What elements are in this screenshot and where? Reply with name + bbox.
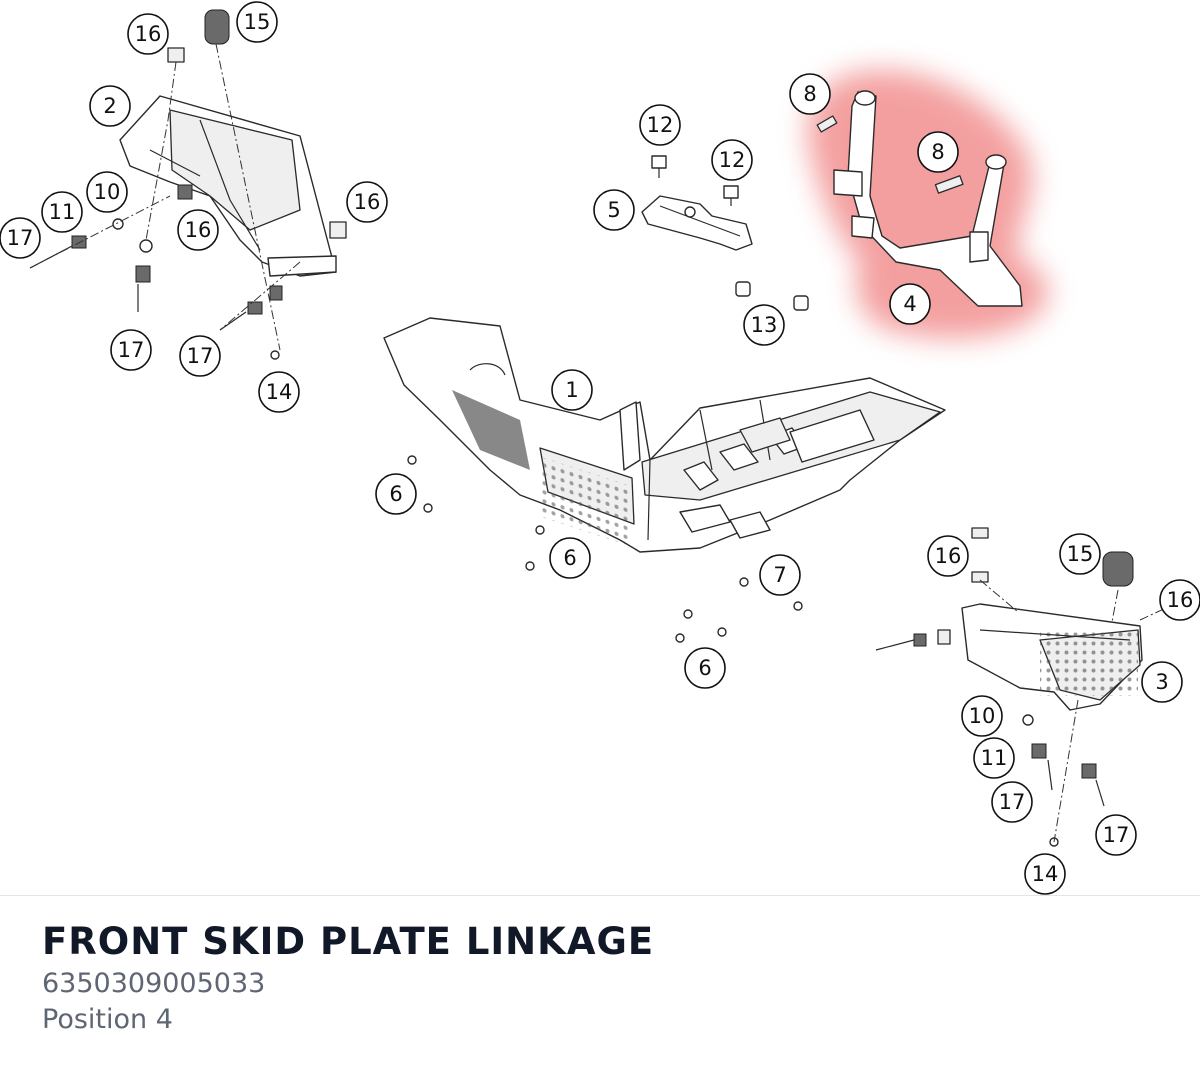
callout-14b[interactable]: 14	[1024, 853, 1066, 895]
svg-text:4: 4	[903, 292, 916, 316]
svg-text:1: 1	[565, 378, 578, 402]
callout-12a[interactable]: 12	[639, 104, 681, 146]
callout-17d[interactable]: 17	[991, 781, 1033, 823]
svg-text:10: 10	[969, 704, 996, 728]
diagram-title: FRONT SKID PLATE LINKAGE	[42, 920, 655, 963]
svg-text:12: 12	[647, 113, 674, 137]
svg-text:14: 14	[266, 380, 293, 404]
svg-text:12: 12	[719, 148, 746, 172]
svg-text:11: 11	[981, 746, 1008, 770]
callout-14a[interactable]: 14	[258, 371, 300, 413]
svg-text:8: 8	[931, 140, 944, 164]
svg-text:16: 16	[185, 218, 212, 242]
callout-10b[interactable]: 10	[961, 695, 1003, 737]
svg-text:16: 16	[135, 22, 162, 46]
callout-11b[interactable]: 11	[973, 737, 1015, 779]
side-guard-left	[119, 95, 347, 277]
callout-15a[interactable]: 15	[236, 1, 278, 43]
callout-3[interactable]: 3	[1141, 661, 1183, 703]
callout-16a[interactable]: 16	[127, 13, 169, 55]
svg-text:15: 15	[1067, 542, 1094, 566]
callout-16c[interactable]: 16	[346, 181, 388, 223]
callout-17a[interactable]: 17	[0, 217, 41, 259]
svg-text:11: 11	[49, 200, 76, 224]
callout-12b[interactable]: 12	[711, 139, 753, 181]
callout-10a[interactable]: 10	[86, 171, 128, 213]
side-guard-right	[961, 603, 1143, 711]
callout-8b[interactable]: 8	[917, 131, 959, 173]
svg-text:3: 3	[1155, 670, 1168, 694]
svg-text:17: 17	[7, 226, 34, 250]
callout-15b[interactable]: 15	[1059, 533, 1101, 575]
callout-7[interactable]: 7	[759, 554, 801, 596]
part-number: 6350309005033	[42, 968, 266, 999]
caption-divider	[0, 895, 1200, 896]
callout-6a[interactable]: 6	[375, 473, 417, 515]
svg-text:5: 5	[607, 198, 620, 222]
svg-text:14: 14	[1032, 862, 1059, 886]
callout-4[interactable]: 4	[889, 283, 931, 325]
bracket-part-4	[816, 90, 1023, 307]
callout-13[interactable]: 13	[743, 304, 785, 346]
hardware-items	[29, 9, 1134, 847]
callout-16d[interactable]: 16	[927, 535, 969, 577]
diagram-svg: 1 2 3 4 5 6 6 6 7 8 8 10 10 11 11 12 12 …	[0, 1, 1200, 895]
svg-text:7: 7	[773, 563, 786, 587]
svg-text:15: 15	[244, 10, 271, 34]
exploded-parts-diagram: 1 2 3 4 5 6 6 6 7 8 8 10 10 11 11 12 12 …	[0, 1, 1200, 895]
svg-text:10: 10	[94, 180, 121, 204]
callout-2[interactable]: 2	[89, 85, 131, 127]
callout-6b[interactable]: 6	[549, 537, 591, 579]
svg-text:17: 17	[999, 790, 1026, 814]
callout-8a[interactable]: 8	[789, 73, 831, 115]
callout-1[interactable]: 1	[551, 369, 593, 411]
position-label: Position 4	[42, 1004, 173, 1035]
svg-text:17: 17	[118, 338, 145, 362]
callout-16e[interactable]: 16	[1159, 579, 1200, 621]
callout-6c[interactable]: 6	[684, 647, 726, 689]
callout-16b[interactable]: 16	[177, 209, 219, 251]
svg-text:13: 13	[751, 313, 778, 337]
svg-text:6: 6	[389, 482, 402, 506]
svg-text:17: 17	[1103, 823, 1130, 847]
caption-block: FRONT SKID PLATE LINKAGE 6350309005033 P…	[42, 918, 654, 1038]
svg-text:2: 2	[103, 94, 116, 118]
mount-bracket-5	[641, 195, 753, 251]
skid-plate-main	[383, 317, 946, 553]
alignment-lines	[29, 43, 1167, 843]
svg-text:16: 16	[935, 544, 962, 568]
svg-text:6: 6	[563, 546, 576, 570]
callout-17c[interactable]: 17	[179, 335, 221, 377]
callout-5[interactable]: 5	[593, 189, 635, 231]
svg-text:6: 6	[698, 656, 711, 680]
svg-text:16: 16	[1167, 588, 1194, 612]
callout-labels: 1 2 3 4 5 6 6 6 7 8 8 10 10 11 11 12 12 …	[0, 1, 1200, 895]
svg-text:16: 16	[354, 190, 381, 214]
svg-text:8: 8	[803, 82, 816, 106]
callout-17b[interactable]: 17	[110, 329, 152, 371]
svg-text:17: 17	[187, 344, 214, 368]
callout-11a[interactable]: 11	[41, 191, 83, 233]
callout-17e[interactable]: 17	[1095, 814, 1137, 856]
